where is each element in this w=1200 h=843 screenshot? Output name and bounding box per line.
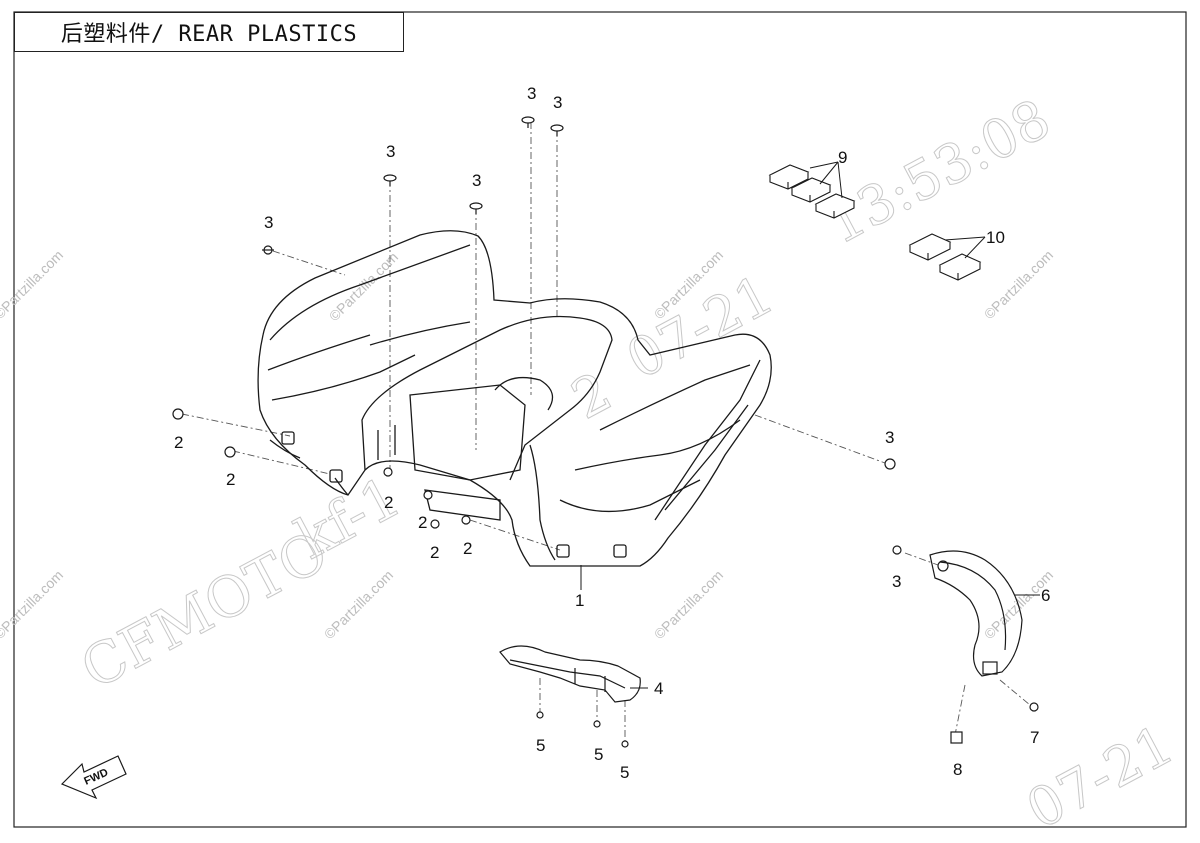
watermark-brand: CFMOTO [71, 519, 338, 702]
screw-3d [521, 116, 535, 128]
pad-10b [938, 253, 982, 281]
callout-2a: 2 [174, 433, 183, 452]
watermark-date-1: 2 [562, 360, 622, 432]
callout-2e: 2 [430, 543, 439, 562]
callout-8: 8 [953, 760, 962, 779]
callout-7: 7 [1030, 728, 1039, 747]
partzilla-mark-4: ©Partzilla.com [651, 567, 726, 642]
rear-fender-drawing [257, 230, 772, 567]
screw-3e [550, 124, 564, 136]
rear-bracket-drawing [499, 645, 641, 703]
partzilla-mark-6: ©Partzilla.com [981, 247, 1056, 322]
callout-3d: 3 [527, 84, 536, 103]
fwd-arrow-icon: FWD [60, 755, 127, 800]
nut-5c [621, 740, 629, 748]
watermark-date-3: 07-21 [1017, 713, 1184, 839]
callout-2d: 2 [418, 513, 427, 532]
callout-2b: 2 [226, 470, 235, 489]
callout-4: 4 [654, 679, 663, 698]
screw-3f [884, 458, 896, 470]
clip-8 [950, 731, 963, 744]
diagram-title: 后塑料件/ REAR PLASTICS [14, 12, 404, 52]
screw-2c [383, 467, 393, 477]
nut-5b [593, 720, 601, 728]
pad-10a [908, 233, 952, 261]
callout-2f: 2 [463, 539, 472, 558]
nut-5a [536, 711, 544, 719]
partzilla-mark-2: ©Partzilla.com [0, 567, 66, 642]
callout-5b: 5 [594, 745, 603, 764]
watermark-timestamp: 13:53:08 [817, 87, 1061, 256]
callout-2c: 2 [384, 493, 393, 512]
clip-7 [1029, 702, 1039, 712]
screw-2a [172, 408, 184, 420]
screw-2d [423, 490, 433, 500]
screw-3a [262, 245, 274, 255]
callout-3f: 3 [885, 428, 894, 447]
pad-9b [790, 177, 832, 203]
callout-3g: 3 [892, 572, 901, 591]
screw-3g [892, 545, 902, 555]
callout-5c: 5 [620, 763, 629, 782]
callout-9: 9 [838, 148, 847, 167]
watermark-layer: CFMOTO kf-1 13:53:08 2 07-21 07-21 ©Part… [0, 86, 1184, 841]
leader-lines [181, 122, 1031, 742]
callout-3b: 3 [386, 142, 395, 161]
foam-pads [768, 164, 982, 281]
callout-labels: 1 2 2 2 2 2 2 3 3 3 3 3 3 3 4 5 5 5 6 7 … [174, 84, 1050, 782]
screw-2b [224, 446, 236, 458]
pad-9a [768, 164, 810, 190]
side-guard-drawing [929, 550, 1023, 677]
screw-2e [430, 519, 440, 529]
screw-3c [469, 202, 483, 214]
partzilla-mark-1: ©Partzilla.com [0, 247, 66, 322]
callout-3e: 3 [553, 93, 562, 112]
callout-3a: 3 [264, 213, 273, 232]
screw-3b [383, 174, 397, 186]
callout-leaders [580, 161, 1040, 689]
fasteners [172, 116, 1039, 748]
pad-9c [814, 193, 856, 219]
callout-5a: 5 [536, 736, 545, 755]
callout-1: 1 [575, 591, 584, 610]
screw-2f [461, 515, 471, 525]
callout-6: 6 [1041, 586, 1050, 605]
diagram-frame [13, 11, 1187, 828]
callout-10: 10 [986, 228, 1005, 247]
callout-3c: 3 [472, 171, 481, 190]
